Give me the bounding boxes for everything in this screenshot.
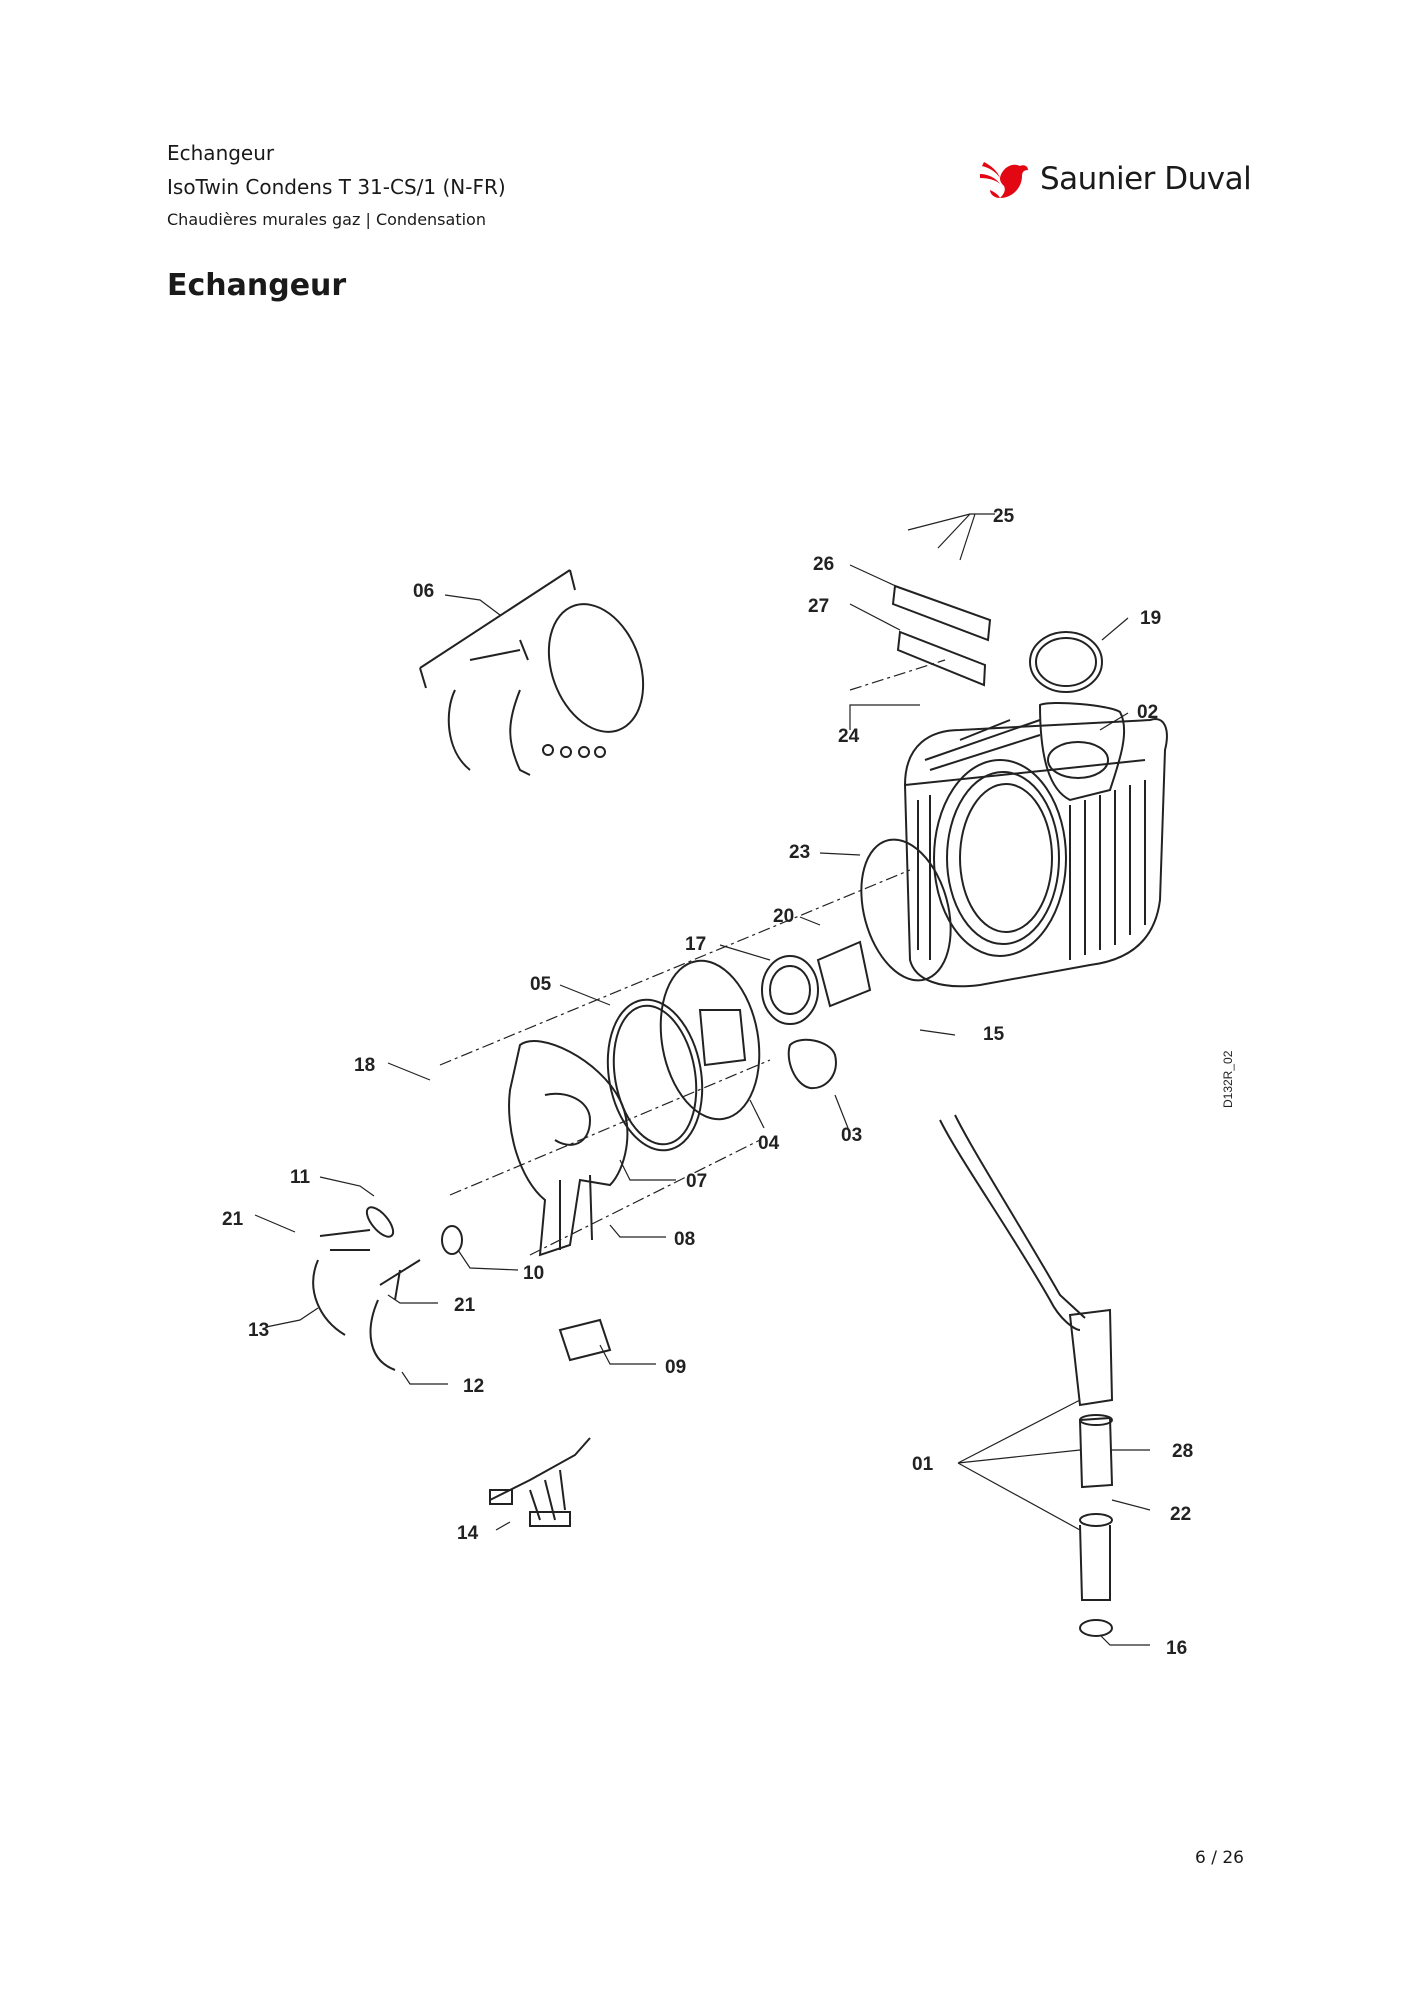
callout-label: 22 <box>1170 1504 1191 1525</box>
callout-label: 07 <box>686 1171 707 1192</box>
callout-label: 24 <box>838 726 860 747</box>
callout-label: 01 <box>912 1454 934 1475</box>
callout-label: 15 <box>983 1024 1005 1045</box>
callout-label: 17 <box>685 934 706 955</box>
callout-label: 16 <box>1166 1638 1187 1659</box>
callout-label: 09 <box>665 1357 686 1378</box>
callout-label: 11 <box>290 1167 311 1188</box>
page-number: 6 / 26 <box>1195 1848 1244 1868</box>
bird-logo-icon <box>980 162 1028 198</box>
page-title: Echangeur <box>167 268 347 303</box>
callout-label: 21 <box>454 1295 476 1316</box>
callout-label: 13 <box>248 1320 269 1341</box>
callout-label: 06 <box>413 581 434 602</box>
callout-label: 26 <box>813 554 834 575</box>
callout-label: 21 <box>222 1209 244 1230</box>
callout-label: 27 <box>808 596 829 617</box>
callout-label: 03 <box>841 1125 862 1146</box>
heat-exchanger-body <box>903 701 1168 988</box>
callout-label: 28 <box>1172 1441 1193 1462</box>
drawing-reference: D132R_02 <box>1221 1050 1235 1108</box>
callout-label: 08 <box>674 1229 695 1250</box>
callout-label: 14 <box>457 1523 479 1544</box>
section-title: Echangeur <box>167 141 275 165</box>
callout-label: 19 <box>1140 608 1161 629</box>
model-name: IsoTwin Condens T 31-CS/1 (N-FR) <box>167 175 506 199</box>
callout-label: 20 <box>773 906 794 927</box>
brand-name: Saunier Duval <box>1040 161 1252 197</box>
callout-label: 18 <box>354 1055 375 1076</box>
callout-label: 04 <box>758 1133 780 1154</box>
callout-label: 12 <box>463 1376 484 1397</box>
callout-label: 02 <box>1137 702 1158 723</box>
category: Chaudières murales gaz | Condensation <box>167 210 486 229</box>
callout-label: 25 <box>993 506 1015 527</box>
callout-label: 23 <box>789 842 810 863</box>
brand-logo: Saunier Duval <box>978 156 1252 202</box>
callout-label: 05 <box>530 974 552 995</box>
header: Echangeur IsoTwin Condens T 31-CS/1 (N-F… <box>167 136 506 236</box>
callout-label: 10 <box>523 1263 544 1284</box>
